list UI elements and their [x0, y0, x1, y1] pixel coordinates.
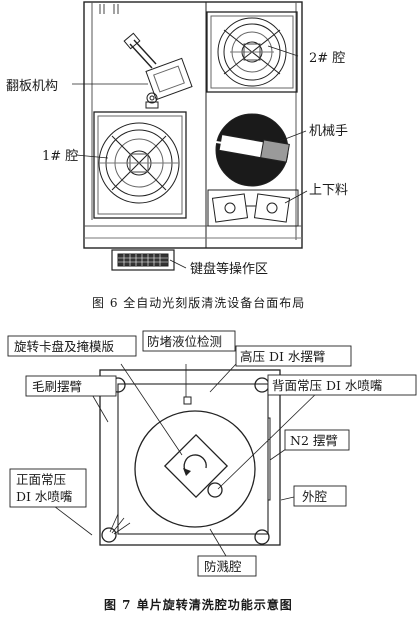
- caption-figure-6: 图 6 全自动光刻版清洗设备台面布局: [92, 295, 305, 310]
- box-front-nozzle: [9, 468, 87, 508]
- mask-plate: [163, 433, 229, 499]
- front-nozzle-spray: [109, 513, 131, 535]
- chamber-2: [206, 11, 298, 93]
- rotation-arrowhead-icon: [183, 468, 191, 476]
- label-front-nozzle-line2: DI 水喷嘴: [16, 489, 73, 504]
- label-splash-chamber: 防溅腔: [204, 559, 242, 574]
- label-chuck-and-mask: 旋转卡盘及掩模版: [14, 339, 115, 354]
- box-outer: [293, 485, 347, 507]
- box-hp-arm: [235, 345, 352, 367]
- splash-chamber: [117, 383, 269, 535]
- rotation-arrow-icon: [183, 454, 207, 473]
- label-load-unload: 上下料: [309, 183, 348, 198]
- label-back-nozzle: 背面常压 DI 水喷嘴: [272, 378, 383, 393]
- label-flip-mechanism: 翻板机构: [6, 79, 58, 94]
- fig6-leader-lines: [72, 45, 308, 269]
- box-back-nozzle: [267, 374, 417, 396]
- keyboard-panel: [111, 249, 175, 271]
- flip-mechanism: [123, 32, 193, 109]
- box-n2-arm: [284, 429, 350, 451]
- level-sensor: [183, 396, 192, 405]
- label-chamber-1: 1# 腔: [42, 149, 78, 164]
- fig7-label-boxes: [7, 330, 417, 577]
- caption-figure-7: 图 7 单片旋转清洗腔功能示意图: [104, 597, 293, 612]
- box-level: [142, 330, 236, 352]
- box-splash: [197, 555, 257, 577]
- label-keyboard-area: 键盘等操作区: [190, 261, 268, 277]
- n2-arm-track: [268, 417, 271, 501]
- chamber-1: [93, 111, 187, 219]
- label-front-nozzle-line1: 正面常压: [16, 472, 66, 487]
- label-n2-arm: N2 摆臂: [290, 433, 338, 448]
- label-brush-arm: 毛刷摆臂: [32, 379, 82, 394]
- box-brush: [25, 375, 117, 397]
- load-unload-station: [207, 189, 299, 227]
- chamber-schematic: [99, 369, 281, 546]
- label-level-detection: 防堵液位检测: [147, 334, 222, 349]
- label-outer-chamber: 外腔: [302, 489, 327, 504]
- corner-post-tr: [254, 377, 270, 393]
- robot-arm: [215, 113, 290, 187]
- equipment-layout: [72, 1, 308, 271]
- label-robot: 机械手: [309, 124, 348, 139]
- rotary-chuck-ring: [134, 410, 256, 528]
- box-chuck: [7, 335, 137, 357]
- outer-chamber: [99, 369, 281, 546]
- equipment-frame: [83, 1, 303, 249]
- corner-post-bl: [101, 527, 117, 543]
- n2-nozzle: [207, 482, 223, 498]
- label-high-pressure-arm: 高压 DI 水摆臂: [240, 349, 325, 364]
- top-slots: [99, 4, 119, 14]
- corner-post-br: [254, 529, 270, 545]
- fig7-leader-lines: [49, 363, 323, 557]
- label-chamber-2: 2# 腔: [309, 51, 345, 66]
